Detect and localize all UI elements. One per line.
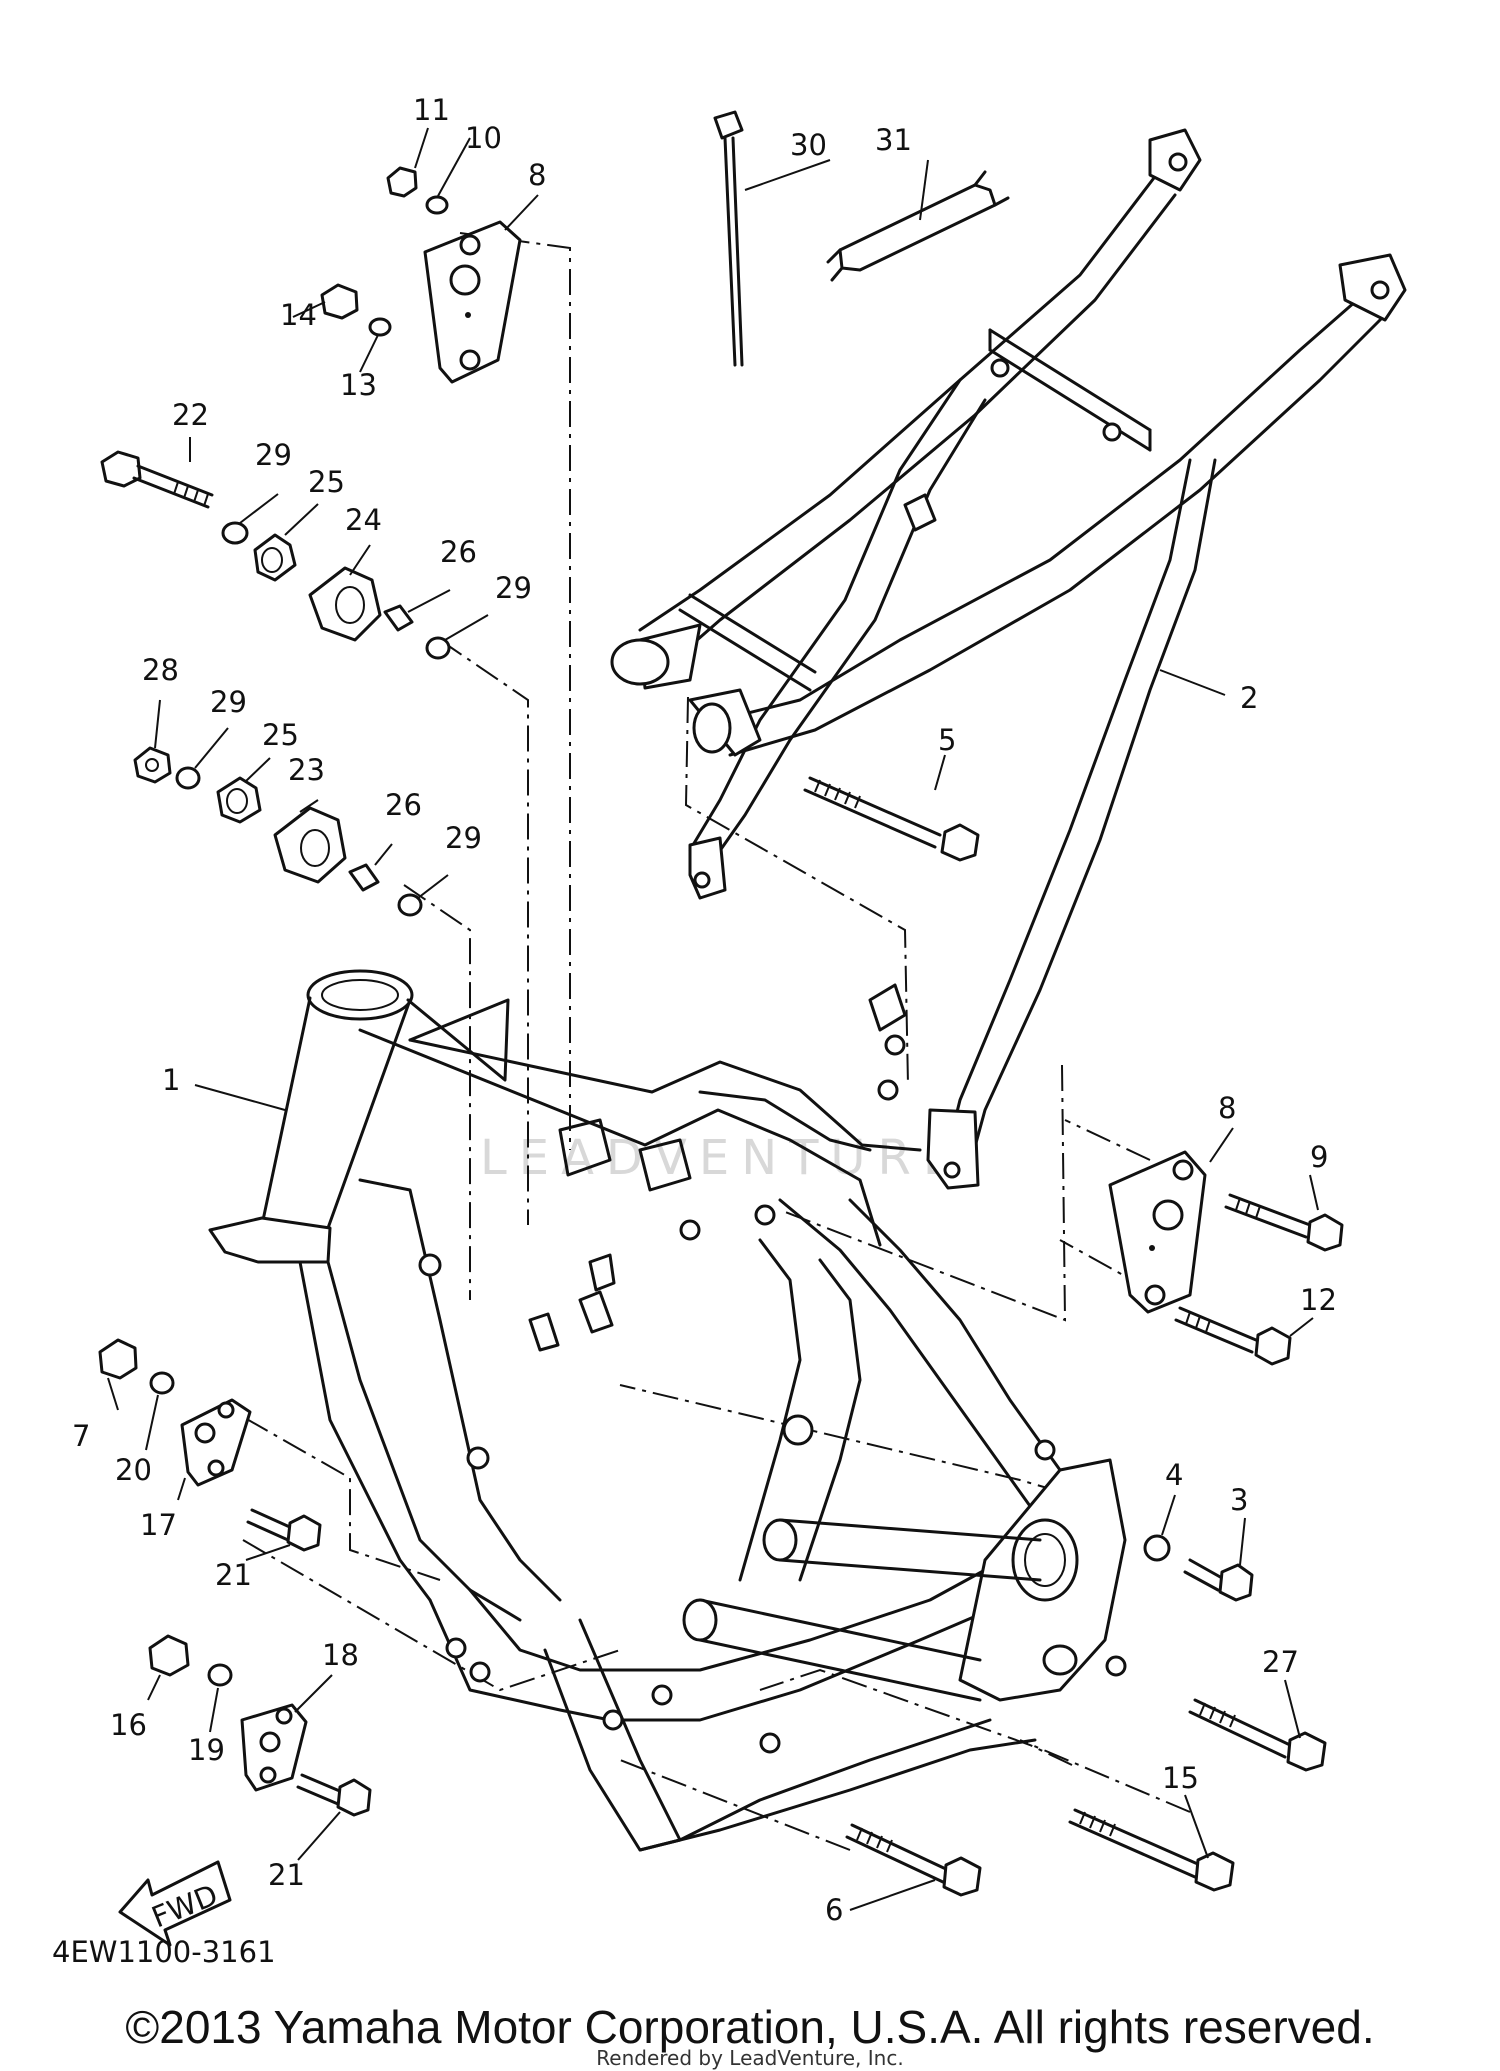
rendered-by-notice: Rendered by LeadVenture, Inc. <box>596 2046 904 2070</box>
callout-8-right: 8 <box>1218 1091 1236 1125</box>
callout-28: 28 <box>142 653 179 687</box>
part-code: 4EW1100-3161 <box>52 1935 276 1969</box>
callout-23: 23 <box>288 753 325 787</box>
callout-21: 21 <box>215 1558 252 1592</box>
callout-16: 16 <box>110 1708 147 1742</box>
callout-14: 14 <box>280 298 317 332</box>
callout-29-d: 29 <box>445 821 482 855</box>
assembly-lines <box>242 232 1191 1851</box>
frame-exploded-diagram: FWD 1 2 3 4 5 6 7 8 8 9 10 11 12 13 14 1… <box>52 93 1407 1969</box>
callout-29-c: 29 <box>210 685 247 719</box>
fasteners <box>98 110 1344 1897</box>
engine-mount-brackets <box>180 220 1207 1792</box>
rear-subframe <box>610 128 1407 1190</box>
callout-29-b: 29 <box>495 571 532 605</box>
callout-20: 20 <box>115 1453 152 1487</box>
callout-18: 18 <box>322 1638 359 1672</box>
callout-6: 6 <box>825 1893 843 1927</box>
callout-31: 31 <box>875 123 912 157</box>
leader-lines <box>107 127 1319 1911</box>
callout-8: 8 <box>528 158 546 192</box>
callout-29-a: 29 <box>255 438 292 472</box>
callout-19: 19 <box>188 1733 225 1767</box>
callout-24: 24 <box>345 503 382 537</box>
callout-17: 17 <box>140 1508 177 1542</box>
callout-numbers: 1 2 3 4 5 6 7 8 8 9 10 11 12 13 14 15 16… <box>52 93 1337 1969</box>
callout-26-lower: 26 <box>385 788 422 822</box>
callout-11: 11 <box>413 93 450 127</box>
callout-15: 15 <box>1162 1761 1199 1795</box>
copyright-notice: ©2013 Yamaha Motor Corporation, U.S.A. A… <box>125 2001 1375 2053</box>
callout-22: 22 <box>172 398 209 432</box>
callout-26: 26 <box>440 535 477 569</box>
callout-2: 2 <box>1240 681 1258 715</box>
callout-12: 12 <box>1300 1283 1337 1317</box>
callout-3: 3 <box>1230 1483 1248 1517</box>
callout-9: 9 <box>1310 1140 1328 1174</box>
callout-25-lower: 25 <box>262 718 299 752</box>
callout-5: 5 <box>938 723 956 757</box>
fwd-arrow-icon: FWD <box>118 1860 232 1947</box>
callout-25: 25 <box>308 465 345 499</box>
callout-1: 1 <box>162 1063 180 1097</box>
callout-21-lower: 21 <box>268 1858 305 1892</box>
callout-13: 13 <box>340 368 377 402</box>
callout-27: 27 <box>1262 1645 1299 1679</box>
callout-10: 10 <box>465 121 502 155</box>
callout-7: 7 <box>72 1419 90 1453</box>
callout-30: 30 <box>790 128 827 162</box>
main-frame <box>208 969 1127 1852</box>
callout-4: 4 <box>1165 1458 1183 1492</box>
watermark-text: LEADVENTURE <box>480 1130 966 1186</box>
